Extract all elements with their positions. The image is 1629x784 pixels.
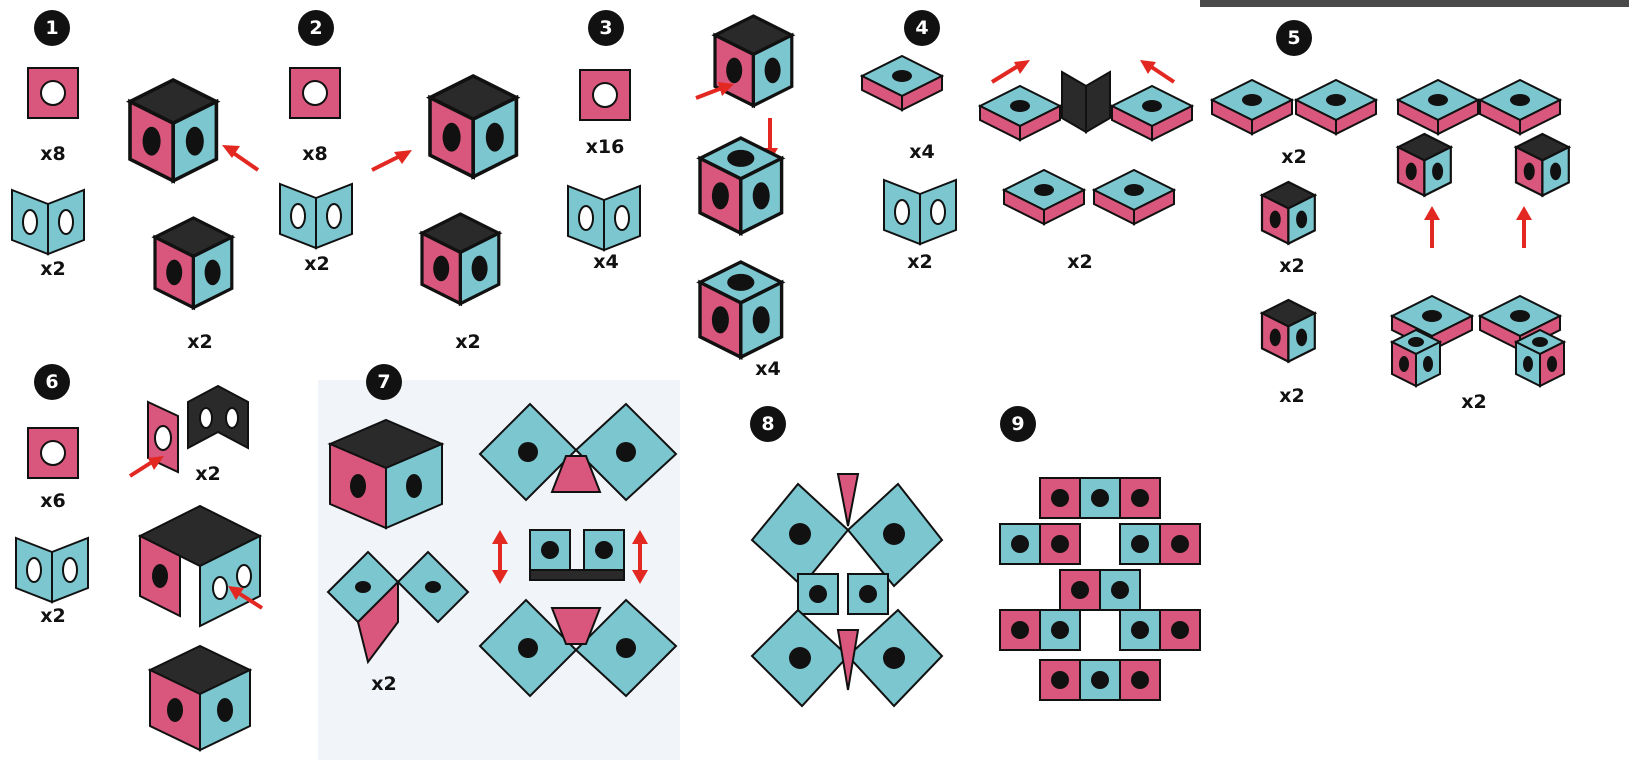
quantity-label: x4 xyxy=(909,141,934,163)
quantity-label: x2 xyxy=(1279,255,1304,277)
step-number: 4 xyxy=(915,17,928,39)
assembly-arrow xyxy=(130,456,164,476)
small-cube xyxy=(1262,182,1315,244)
teal-hinge-piece xyxy=(12,190,84,254)
flat-piece xyxy=(980,86,1060,140)
assembly-cube xyxy=(130,80,216,181)
pink-tile-piece xyxy=(28,428,78,478)
assembled-cube xyxy=(155,218,232,308)
final-ring-assembly xyxy=(1000,478,1200,700)
teal-hinge-piece xyxy=(16,538,88,602)
quantity-label: x2 xyxy=(371,673,396,695)
quantity-label: x8 xyxy=(302,143,327,165)
quantity-label: x2 xyxy=(304,253,329,275)
teal-hinge-piece xyxy=(280,184,352,248)
flat-piece xyxy=(1212,80,1292,134)
step-3: 3 x16 x4 x4 xyxy=(568,10,792,380)
quantity-label: x2 xyxy=(40,605,65,627)
assembly-cube xyxy=(700,138,782,233)
assembly-frame xyxy=(140,506,260,626)
assembly-arrow xyxy=(1140,60,1174,82)
small-cube xyxy=(1516,330,1564,386)
assembled-cube xyxy=(422,214,499,304)
quantity-label: x2 xyxy=(187,331,212,353)
assembly-cube xyxy=(430,76,516,177)
final-assembly xyxy=(752,474,942,706)
quantity-label: x2 xyxy=(907,251,932,273)
small-cube xyxy=(1392,330,1440,386)
assembled-box xyxy=(330,420,442,528)
teal-hinge-piece xyxy=(884,180,956,244)
step-number: 1 xyxy=(45,17,58,39)
quantity-label: x2 xyxy=(1281,146,1306,168)
teal-hinge-piece xyxy=(568,186,640,250)
flat-piece xyxy=(1094,170,1174,224)
assembly-arrow xyxy=(222,145,258,170)
step-2: 2 x8 x2 x2 xyxy=(280,10,516,353)
quantity-label: x16 xyxy=(586,136,625,158)
step-number: 6 xyxy=(45,371,58,393)
quantity-label: x2 xyxy=(195,463,220,485)
assembly-piece xyxy=(148,386,248,472)
assembly-arrow xyxy=(372,150,412,170)
flat-piece xyxy=(1398,80,1478,134)
quantity-label: x8 xyxy=(40,143,65,165)
hinge-piece-dark xyxy=(1062,72,1110,132)
step-9: 9 xyxy=(1000,406,1200,700)
flat-piece xyxy=(1004,170,1084,224)
step-5: 5 x2 x2 x2 xyxy=(1212,20,1569,413)
small-cube xyxy=(1398,134,1451,196)
flat-piece xyxy=(862,56,942,110)
quantity-label: x6 xyxy=(40,490,65,512)
step-1: 1 x8 x2 x2 xyxy=(12,10,258,353)
header-bar xyxy=(1200,0,1629,7)
quantity-label: x4 xyxy=(593,251,618,273)
step-number: 5 xyxy=(1287,27,1300,49)
small-cube xyxy=(1516,134,1569,196)
assembly-arrow xyxy=(1516,206,1532,248)
quantity-label: x2 xyxy=(1279,385,1304,407)
flat-piece xyxy=(1112,86,1192,140)
small-cube xyxy=(1262,300,1315,362)
quantity-label: x2 xyxy=(1067,251,1092,273)
quantity-label: x4 xyxy=(755,358,780,380)
step-number: 9 xyxy=(1011,413,1024,435)
step-6: 6 x6 x2 x2 xyxy=(16,364,262,750)
pink-tile-piece xyxy=(580,70,630,120)
pink-tile-piece xyxy=(290,68,340,118)
flat-piece xyxy=(1480,80,1560,134)
assembled-box xyxy=(150,646,250,750)
flat-piece xyxy=(1296,80,1376,134)
step-number: 8 xyxy=(761,413,774,435)
assembly-cube xyxy=(715,16,792,106)
assembly-arrow xyxy=(992,60,1030,82)
step-number: 7 xyxy=(377,371,390,393)
pink-tile-piece xyxy=(28,68,78,118)
step-number: 3 xyxy=(599,17,612,39)
step-4: 4 x4 x2 x2 xyxy=(862,10,1192,273)
assembly-arrow xyxy=(1424,206,1440,248)
quantity-label: x2 xyxy=(40,258,65,280)
step-8: 8 xyxy=(750,406,942,706)
step-number: 2 xyxy=(309,17,322,39)
quantity-label: x2 xyxy=(1461,391,1486,413)
assembled-cube xyxy=(700,262,782,357)
quantity-label: x2 xyxy=(455,331,480,353)
